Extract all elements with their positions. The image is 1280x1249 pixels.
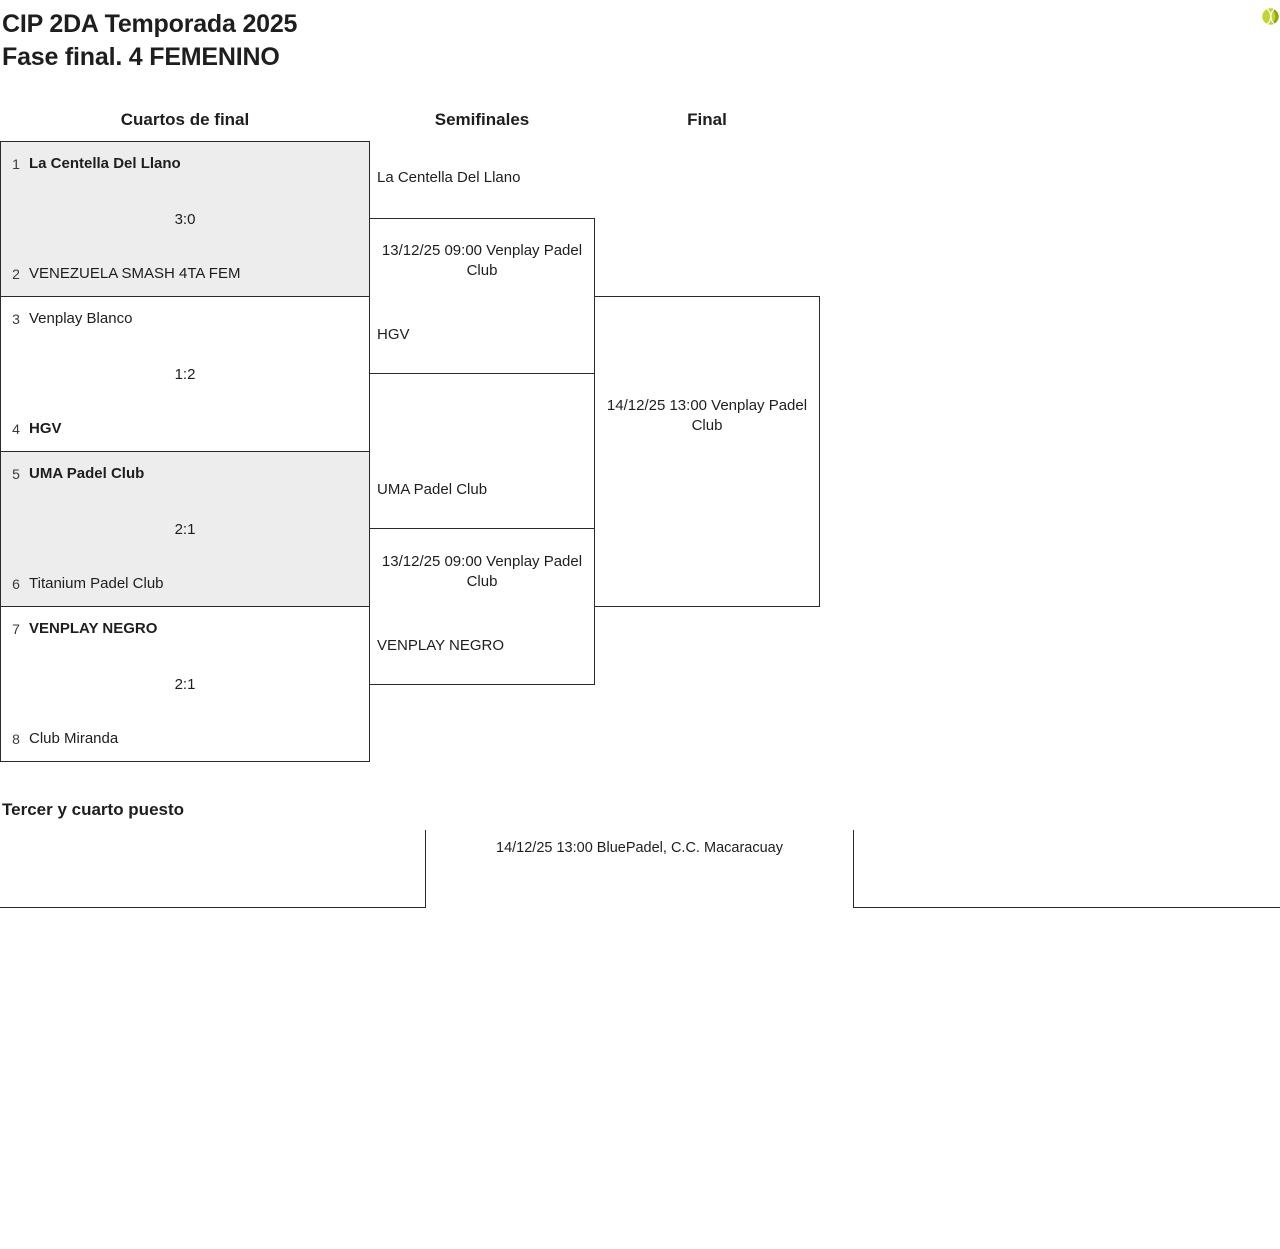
team-row: 1 La Centella Del Llano [1,155,369,173]
semifinal2-team2-label: VENPLAY NEGRO [377,637,504,654]
seed-number: 4 [12,421,20,437]
team-name: La Centella Del Llano [29,155,181,172]
final-schedule: 14/12/25 13:00 Venplay Padel Club [606,397,808,434]
team-name: HGV [29,420,62,437]
seed-number: 5 [12,466,20,482]
third-place-slot-right[interactable] [853,830,1280,908]
team-row: 8 Club Miranda [1,730,369,748]
semifinal2-team1-label: UMA Padel Club [377,481,488,498]
team-name: VENPLAY NEGRO [29,620,158,637]
team-row: 6 Titanium Padel Club [1,575,369,593]
semifinal1-schedule: 13/12/25 09:00 Venplay Padel Club [381,242,583,279]
team-row: 2 VENEZUELA SMASH 4TA FEM [1,265,369,283]
team-row: 3 Venplay Blanco [1,310,369,328]
semifinal1-team1-label: La Centella Del Llano [377,169,521,186]
seed-number: 2 [12,266,20,282]
quarterfinal-match-2[interactable]: 3 Venplay Blanco 1:2 4 HGV [0,296,370,452]
team-row: 4 HGV [1,420,369,438]
semifinal1-team2-label: HGV [377,326,410,343]
match-score: 2:1 [174,520,196,538]
match-score: 1:2 [174,365,196,383]
seed-number: 6 [12,576,20,592]
team-row: 7 VENPLAY NEGRO [1,620,369,638]
tennis-ball-icon [1262,8,1279,25]
seed-number: 7 [12,621,20,637]
match-score: 2:1 [174,675,196,693]
third-place-schedule: 14/12/25 13:00 BluePadel, C.C. Macaracua… [496,840,783,856]
third-place-heading: Tercer y cuarto puesto [2,800,185,819]
column-header-final: Final [687,110,727,129]
page-title-line2: Fase final. 4 FEMENINO [2,43,280,71]
seed-number: 3 [12,311,20,327]
final-match[interactable] [594,296,820,607]
team-name: UMA Padel Club [29,465,145,482]
team-row: 5 UMA Padel Club [1,465,369,483]
quarterfinal-match-3[interactable]: 5 UMA Padel Club 2:1 6 Titanium Padel Cl… [0,451,370,607]
third-place-slot-left[interactable] [0,830,426,908]
column-header-semifinals: Semifinales [434,110,530,129]
page-title-line1: CIP 2DA Temporada 2025 [2,10,298,38]
seed-number: 1 [12,156,20,172]
semifinal2-schedule: 13/12/25 09:00 Venplay Padel Club [381,553,583,590]
team-name: Club Miranda [29,730,119,747]
team-name: Titanium Padel Club [29,575,164,592]
match-score: 3:0 [174,210,196,228]
quarterfinal-match-1[interactable]: 1 La Centella Del Llano 3:0 2 VENEZUELA … [0,141,370,297]
quarterfinal-match-4[interactable]: 7 VENPLAY NEGRO 2:1 8 Club Miranda [0,606,370,762]
column-header-quarterfinals: Cuartos de final [120,110,250,129]
seed-number: 8 [12,731,20,747]
team-name: VENEZUELA SMASH 4TA FEM [29,265,241,282]
team-name: Venplay Blanco [29,310,133,327]
